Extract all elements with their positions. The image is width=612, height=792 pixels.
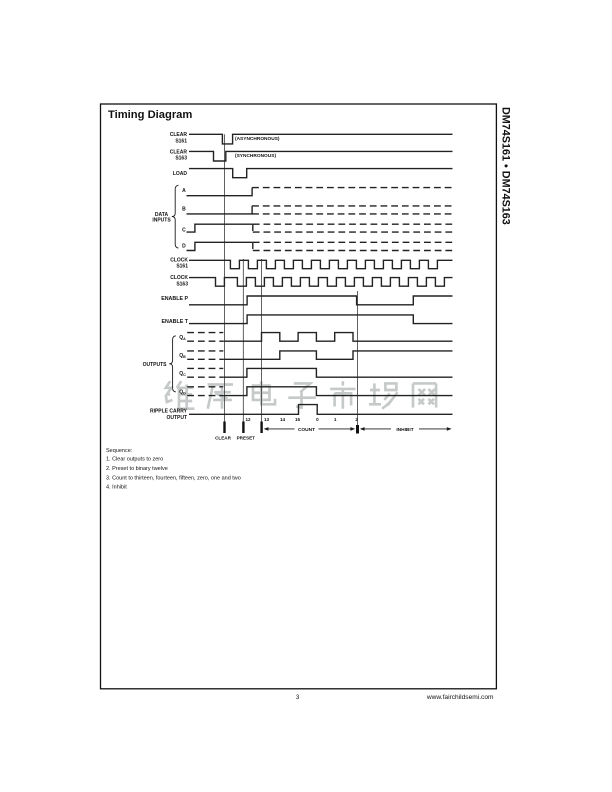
svg-text:D: D (182, 243, 186, 249)
svg-text:Sequence:: Sequence: (106, 448, 133, 454)
svg-text:12: 12 (245, 417, 251, 422)
svg-text:LOAD: LOAD (173, 171, 188, 177)
svg-text:S163: S163 (175, 155, 187, 161)
svg-text:S161: S161 (175, 138, 187, 144)
svg-text:DM74S161 • DM74S163: DM74S161 • DM74S163 (499, 107, 511, 225)
svg-text:DATA: DATA (155, 212, 169, 218)
svg-text:1: 1 (334, 417, 337, 422)
svg-text:www.fairchildsemi.com: www.fairchildsemi.com (426, 694, 494, 701)
svg-text:CLOCK: CLOCK (170, 257, 188, 263)
svg-text:RIPPLE CARRY: RIPPLE CARRY (150, 408, 188, 414)
svg-text:(SYNCHRONOUS): (SYNCHRONOUS) (235, 153, 276, 159)
svg-text:13: 13 (264, 417, 270, 422)
svg-text:C: C (182, 228, 186, 234)
svg-text:Timing Diagram: Timing Diagram (108, 109, 192, 121)
svg-text:3: 3 (296, 694, 300, 701)
svg-text:3. Count to thirteen, fourteen: 3. Count to thirteen, fourteen, fifteen,… (106, 475, 241, 481)
svg-text:4. Inhibit: 4. Inhibit (106, 485, 127, 491)
svg-text:A: A (182, 188, 186, 194)
svg-text:14: 14 (280, 417, 286, 422)
svg-text:QA: QA (179, 335, 186, 341)
svg-text:1. Clear outputs to zero: 1. Clear outputs to zero (106, 456, 163, 462)
svg-text:INPUTS: INPUTS (152, 217, 171, 223)
svg-text:ENABLE P: ENABLE P (161, 296, 188, 302)
svg-text:(ASYNCHRONOUS): (ASYNCHRONOUS) (235, 136, 280, 142)
svg-text:S163: S163 (176, 282, 188, 288)
svg-text:CLEAR: CLEAR (215, 436, 232, 441)
svg-text:QB: QB (179, 353, 186, 359)
svg-text:0: 0 (316, 417, 319, 422)
svg-text:S161: S161 (176, 264, 188, 270)
svg-text:INHIBIT: INHIBIT (396, 427, 413, 433)
svg-text:15: 15 (295, 417, 301, 422)
svg-text:QC: QC (179, 371, 186, 377)
svg-text:QD: QD (179, 389, 186, 395)
svg-text:2: 2 (355, 417, 358, 422)
svg-text:OUTPUT: OUTPUT (166, 415, 187, 421)
svg-text:PRESET: PRESET (237, 436, 256, 441)
svg-text:B: B (182, 206, 186, 212)
svg-text:CLEAR: CLEAR (170, 149, 188, 155)
svg-text:COUNT: COUNT (298, 427, 315, 433)
svg-text:CLOCK: CLOCK (170, 275, 188, 281)
svg-text:OUTPUTS: OUTPUTS (143, 362, 168, 368)
svg-text:ENABLE T: ENABLE T (162, 319, 189, 325)
svg-text:CLEAR: CLEAR (170, 132, 188, 138)
svg-text:2. Preset to binary twelve: 2. Preset to binary twelve (106, 466, 168, 472)
